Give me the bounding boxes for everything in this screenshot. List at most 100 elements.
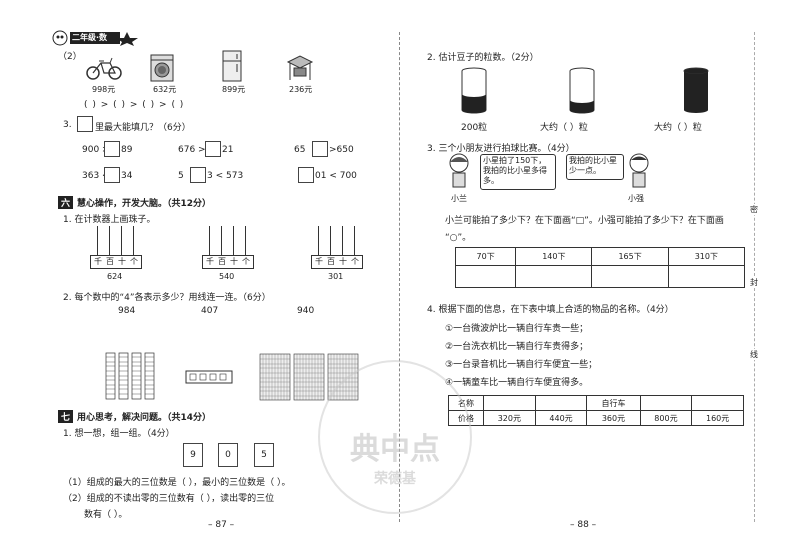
answer-box-4[interactable] <box>104 167 120 183</box>
jar-label-1: 200粒 <box>461 123 488 133</box>
side-mark-1: 密 <box>750 204 758 215</box>
speech-bubble-1: 小星拍了150下，我拍的比小星多得多。 <box>480 154 556 190</box>
price-table[interactable]: 名称 自行车 价格 320元 440元 360元 800元 160元 <box>448 395 744 426</box>
jar-label-2[interactable]: 大约（ ）粒 <box>540 123 588 133</box>
watermark: 典中点 荣德基 <box>318 360 472 514</box>
price-3: 899元 <box>222 85 246 94</box>
name-cell-1[interactable] <box>483 395 536 411</box>
abacus-number-3: 301 <box>328 272 344 281</box>
answer-box-2[interactable] <box>205 141 221 157</box>
answer-box-3[interactable] <box>312 141 328 157</box>
compare-row[interactable]: ( ) > ( ) > ( ) > ( ) <box>84 100 185 110</box>
q3-post-5: 3 < 573 <box>207 171 244 181</box>
logo-icon <box>52 30 138 46</box>
bean-jar-1-icon <box>461 67 487 114</box>
boy-icon <box>629 153 649 188</box>
place-ones: 个 <box>242 257 250 266</box>
place-ones: 个 <box>130 257 138 266</box>
digit-card-2: 0 <box>218 443 238 467</box>
price-cell-3: 360元 <box>586 410 641 426</box>
pat-header-3: 165下 <box>591 247 669 266</box>
refrigerator-icon <box>222 50 242 82</box>
q4-line-2: ②一台洗衣机比一辆自行车贵得多； <box>445 342 589 352</box>
pat-header-4: 310下 <box>667 247 746 266</box>
section-7-mark: 七 <box>58 410 74 423</box>
q3-post-1: 89 <box>121 145 133 155</box>
s6-q1: 1. 在计数器上画珠子。 <box>63 215 156 225</box>
name-cell-4[interactable] <box>639 395 693 411</box>
washing-machine-icon <box>150 54 174 82</box>
girl-icon <box>449 153 469 188</box>
side-mark-3: 线 <box>750 349 758 360</box>
answer-box-5[interactable] <box>190 167 206 183</box>
watermark-text-1: 典中点 <box>350 432 440 467</box>
r-q2: 2. 估计豆子的粒数。（2分） <box>427 53 539 63</box>
q3-pre-4: 363 < <box>82 171 110 181</box>
pat-header-1: 70下 <box>454 247 517 266</box>
q2-label: （2） <box>58 52 82 62</box>
pat-answer-1[interactable] <box>454 265 517 288</box>
place-thousands: 千 <box>94 257 102 266</box>
price-2: 632元 <box>153 85 177 94</box>
digit-2: 0 <box>225 450 231 460</box>
q3-pre-2: 676 > <box>178 145 206 155</box>
q3-post-6: 01 < 700 <box>315 171 357 181</box>
pat-answer-2[interactable] <box>515 265 593 288</box>
q3-pre-3: 65 <box>294 145 306 155</box>
page-number-left: – 87 – <box>208 520 235 530</box>
q4-line-1: ①一台微波炉比一辆自行车贵一些； <box>445 324 589 334</box>
pat-answer-4[interactable] <box>667 265 746 288</box>
q3-post-2: 21 <box>222 145 234 155</box>
place-tens: 十 <box>339 257 347 266</box>
jar-label-3[interactable]: 大约（ ）粒 <box>654 123 702 133</box>
place-thousands: 千 <box>206 257 214 266</box>
r-q3: 3. 三个小朋友进行拍球比赛。（4分） <box>427 144 575 154</box>
place-thousands: 千 <box>315 257 323 266</box>
q3-post-4: 34 <box>121 171 133 181</box>
digit-card-1: 9 <box>183 443 203 467</box>
s7-q1a[interactable]: （1）组成的最大的三位数是（ ），最小的三位数是（ ）。 <box>63 478 291 488</box>
s6q2-number-3[interactable]: 940 <box>297 306 315 316</box>
s7-q1c[interactable]: 数有（ ）。 <box>84 510 128 520</box>
q3-pre-1: 900 > <box>82 145 110 155</box>
digit-card-3: 5 <box>254 443 274 467</box>
name-cell-3: 自行车 <box>586 395 641 411</box>
bubble-1-text: 小星拍了150下，我拍的比小星多得多。 <box>483 156 547 185</box>
price-cell-1: 320元 <box>483 410 536 426</box>
name-cell-2[interactable] <box>534 395 588 411</box>
place-hundreds: 百 <box>106 257 114 266</box>
name-cell-5[interactable] <box>691 395 744 411</box>
name-xiaoqiang: 小强 <box>628 194 644 203</box>
logo-text: 二年级·数 <box>72 33 108 42</box>
blank-box <box>77 116 93 132</box>
unit-cubes-icon[interactable] <box>185 370 233 384</box>
s7-q1b[interactable]: （2）组成的不读出零的三位数有（ ），读出零的三位 <box>63 494 275 504</box>
section-6-title: 慧心操作，开发大脑。（共12分） <box>77 199 212 209</box>
section-6-heading: 六慧心操作，开发大脑。（共12分） <box>58 196 211 209</box>
price-cell-2: 440元 <box>534 410 588 426</box>
s6q2-number-2[interactable]: 407 <box>201 306 219 316</box>
place-tens: 十 <box>230 257 238 266</box>
hundreds-flats-icon[interactable] <box>256 350 360 404</box>
q3-title-num: 3. <box>63 120 72 130</box>
s6q2-number-1[interactable]: 984 <box>118 306 136 316</box>
name-xiaolan: 小兰 <box>451 194 467 203</box>
place-ones: 个 <box>351 257 359 266</box>
tens-rods-icon[interactable] <box>104 352 160 400</box>
answer-box-6[interactable] <box>298 167 314 183</box>
digit-1: 9 <box>190 450 196 460</box>
s7-q1: 1. 想一想，组一组。（4分） <box>63 429 175 439</box>
q4-line-3: ③一台录音机比一辆自行车便宜一些； <box>445 360 598 370</box>
digit-3: 5 <box>261 450 267 460</box>
answer-box-1[interactable] <box>104 141 120 157</box>
pat-table[interactable]: 70下 140下 165下 310下 <box>454 247 746 288</box>
price-4: 236元 <box>289 85 313 94</box>
pat-answer-3[interactable] <box>591 265 669 288</box>
q3-text-2: “○”。 <box>445 233 472 243</box>
place-hundreds: 百 <box>218 257 226 266</box>
place-tens: 十 <box>118 257 126 266</box>
s6-q2: 2. 每个数中的“4”各表示多少？用线连一连。（6分） <box>63 293 271 303</box>
bicycle-icon <box>86 57 122 80</box>
page-fold-line <box>399 32 400 522</box>
desk-icon <box>286 55 314 80</box>
